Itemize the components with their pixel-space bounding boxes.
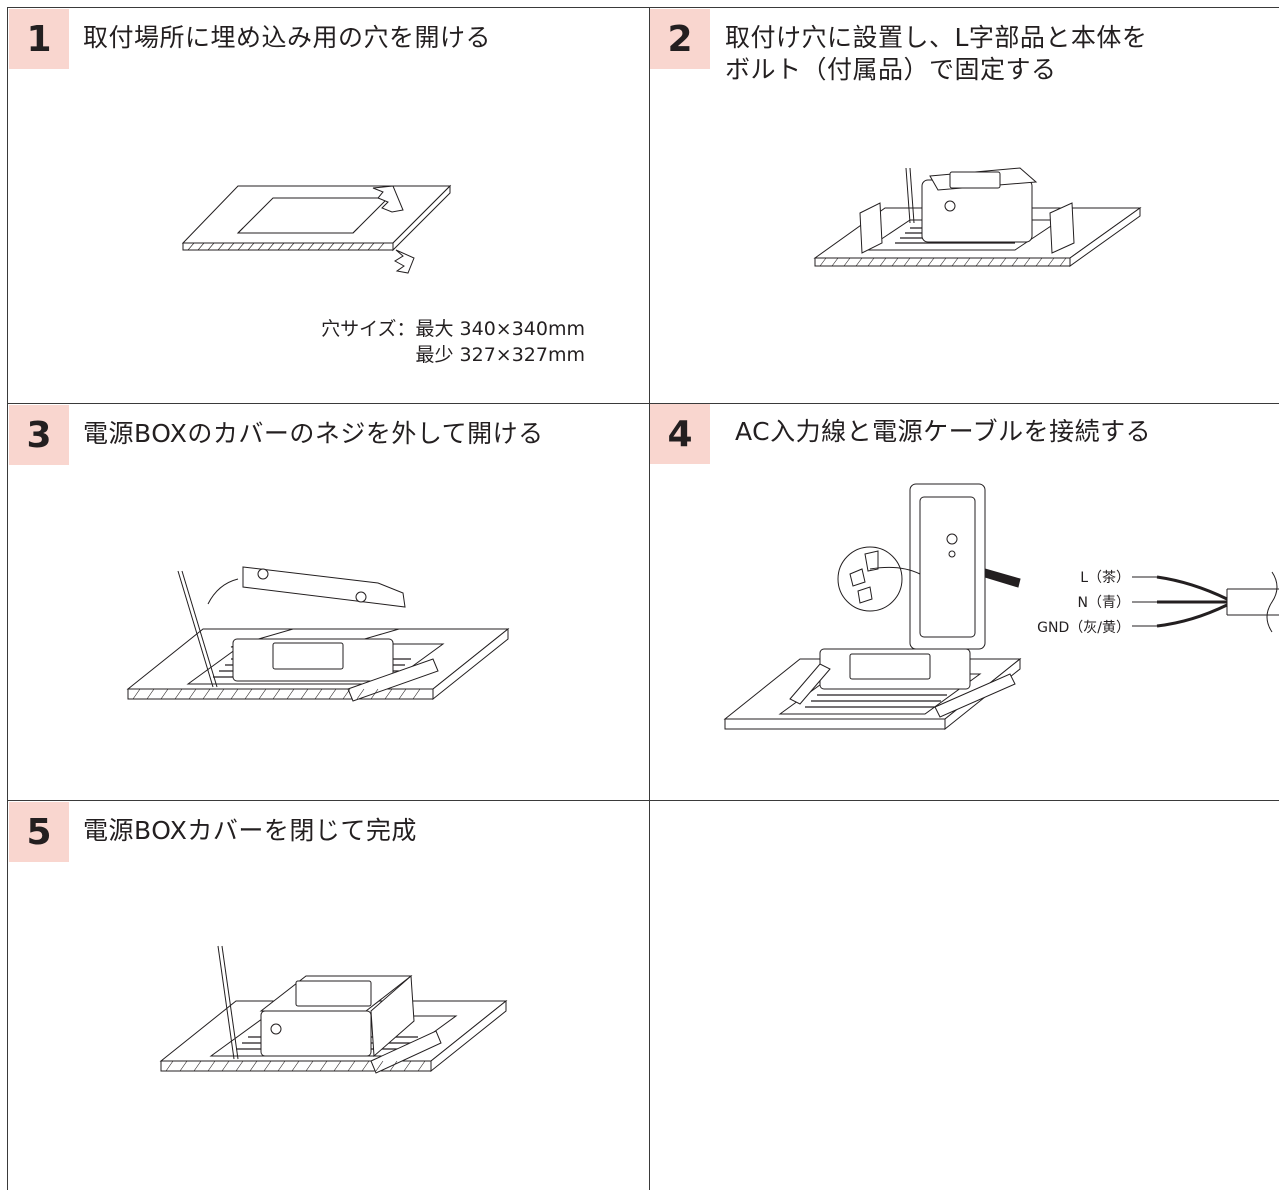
hole-size-max: 穴サイズ：最大 340×340mm (321, 318, 585, 340)
wire-label-n: N（青） (1077, 595, 1130, 611)
cut-board-illustration (178, 178, 458, 278)
step-4-title: AC入力線と電源ケーブルを接続する (735, 417, 1152, 446)
empty-panel (650, 801, 1279, 1190)
step-2-title-line1: 取付け穴に設置し、L字部品と本体を (725, 23, 1148, 52)
step-3-title: 電源BOXのカバーのネジを外して開ける (83, 419, 544, 448)
step-5-title: 電源BOXカバーを閉じて完成 (83, 816, 417, 845)
wire-labels: L（茶） N（青） GND（灰/黄） (1010, 566, 1130, 641)
cable-illustration (1132, 567, 1279, 637)
step-3-panel: 3 電源BOXのカバーのネジを外して開ける (7, 404, 650, 801)
hole-size-note: 穴サイズ：最大 340×340mm 最少 327×327mm (288, 316, 585, 368)
completed-assembly-illustration (156, 941, 511, 1116)
step-2-title-line2: ボルト（付属品）で固定する (725, 55, 1057, 84)
step-2-panel: 2 取付け穴に設置し、L字部品と本体を ボルト（付属品）で固定する (650, 7, 1279, 404)
wiring-illustration (720, 479, 1100, 779)
step-5-panel: 5 電源BOXカバーを閉じて完成 (7, 801, 650, 1190)
open-cover-illustration (123, 559, 513, 744)
step-1-title: 取付場所に埋め込み用の穴を開ける (83, 23, 492, 52)
wire-label-gnd: GND（灰/黄） (1037, 620, 1130, 636)
step-1-number: 1 (9, 9, 69, 69)
step-4-panel: 4 AC入力線と電源ケーブルを接続する (650, 404, 1279, 801)
step-2-title: 取付け穴に設置し、L字部品と本体を ボルト（付属品）で固定する (725, 22, 1147, 86)
step-2-number: 2 (650, 9, 710, 69)
step-1-panel: 1 取付場所に埋め込み用の穴を開ける 穴サイズ：最大 340×340mm 最少 … (7, 7, 650, 404)
step-5-number: 5 (9, 802, 69, 862)
step-3-number: 3 (9, 405, 69, 465)
fixture-mounted-illustration (810, 158, 1150, 293)
hole-size-min: 最少 327×327mm (415, 344, 585, 366)
wire-label-l: L（茶） (1080, 570, 1130, 586)
step-4-number: 4 (650, 404, 710, 464)
